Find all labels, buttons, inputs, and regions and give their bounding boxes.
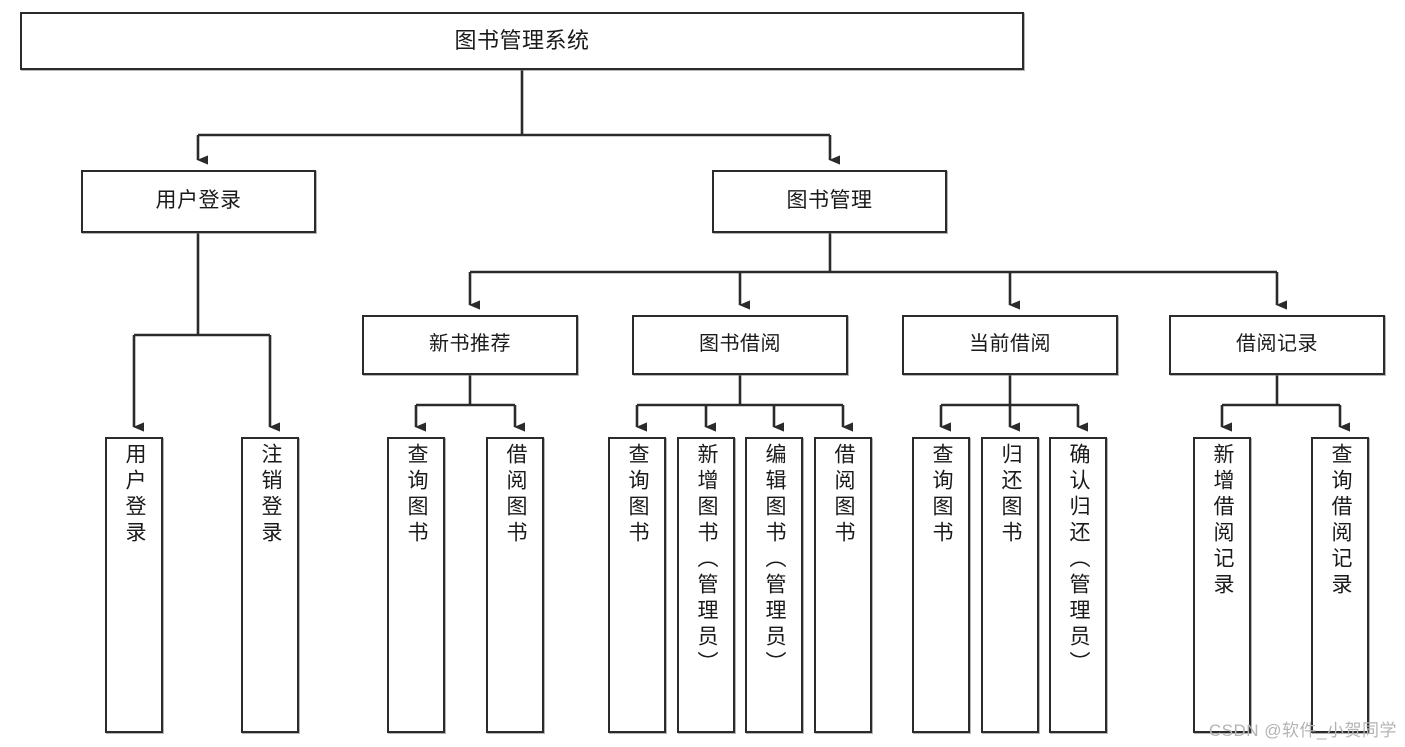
node-label: 借阅图书 (504, 443, 528, 547)
node-label: 用户登录 (123, 443, 147, 547)
node-label: 借阅记录 (1236, 333, 1318, 356)
node-label: 查询图书 (405, 443, 429, 547)
node-label: 新增借阅记录 (1211, 443, 1235, 599)
node-leaf-add-borrow-record[interactable]: 新增借阅记录 (1193, 437, 1251, 733)
node-label: 新书推荐 (429, 333, 511, 356)
node-label: 注销登录 (259, 443, 283, 547)
node-label: 用户登录 (155, 189, 242, 213)
node-label: 图书管理系统 (454, 28, 590, 54)
node-label: 图书借阅 (699, 333, 781, 356)
node-label: 编辑图书（管理员） (763, 443, 787, 677)
node-leaf-logout[interactable]: 注销登录 (241, 437, 299, 733)
node-label: 新增图书（管理员） (695, 443, 719, 677)
node-label: 当前借阅 (969, 333, 1051, 356)
node-label: 查询图书 (626, 443, 650, 547)
node-leaf-user-login[interactable]: 用户登录 (105, 437, 163, 733)
node-label: 归还图书 (999, 443, 1023, 547)
node-label: 借阅图书 (832, 443, 856, 547)
node-leaf-add-book-admin[interactable]: 新增图书（管理员） (677, 437, 735, 733)
node-leaf-confirm-return-admin[interactable]: 确认归还（管理员） (1049, 437, 1107, 733)
node-book-borrow[interactable]: 图书借阅 (632, 315, 848, 375)
node-leaf-return-book[interactable]: 归还图书 (981, 437, 1039, 733)
node-leaf-edit-book-admin[interactable]: 编辑图书（管理员） (745, 437, 803, 733)
node-root-book-management-system[interactable]: 图书管理系统 (20, 12, 1024, 70)
node-leaf-query-book-borrow[interactable]: 查询图书 (608, 437, 666, 733)
node-leaf-borrow-book-new[interactable]: 借阅图书 (486, 437, 544, 733)
node-label: 查询图书 (930, 443, 954, 547)
node-user-login[interactable]: 用户登录 (81, 170, 316, 233)
node-leaf-query-borrow-record[interactable]: 查询借阅记录 (1311, 437, 1369, 733)
node-borrow-record[interactable]: 借阅记录 (1169, 315, 1385, 375)
node-label: 图书管理 (786, 189, 873, 213)
node-leaf-query-book-current[interactable]: 查询图书 (912, 437, 970, 733)
node-book-management[interactable]: 图书管理 (712, 170, 947, 233)
node-label: 确认归还（管理员） (1067, 443, 1091, 677)
node-leaf-query-book-new[interactable]: 查询图书 (387, 437, 445, 733)
node-label: 查询借阅记录 (1329, 443, 1353, 599)
node-leaf-borrow-book[interactable]: 借阅图书 (814, 437, 872, 733)
node-current-borrow[interactable]: 当前借阅 (902, 315, 1118, 375)
node-new-book-recommendation[interactable]: 新书推荐 (362, 315, 578, 375)
watermark: CSDN @软件_小贺同学 (1208, 721, 1397, 740)
